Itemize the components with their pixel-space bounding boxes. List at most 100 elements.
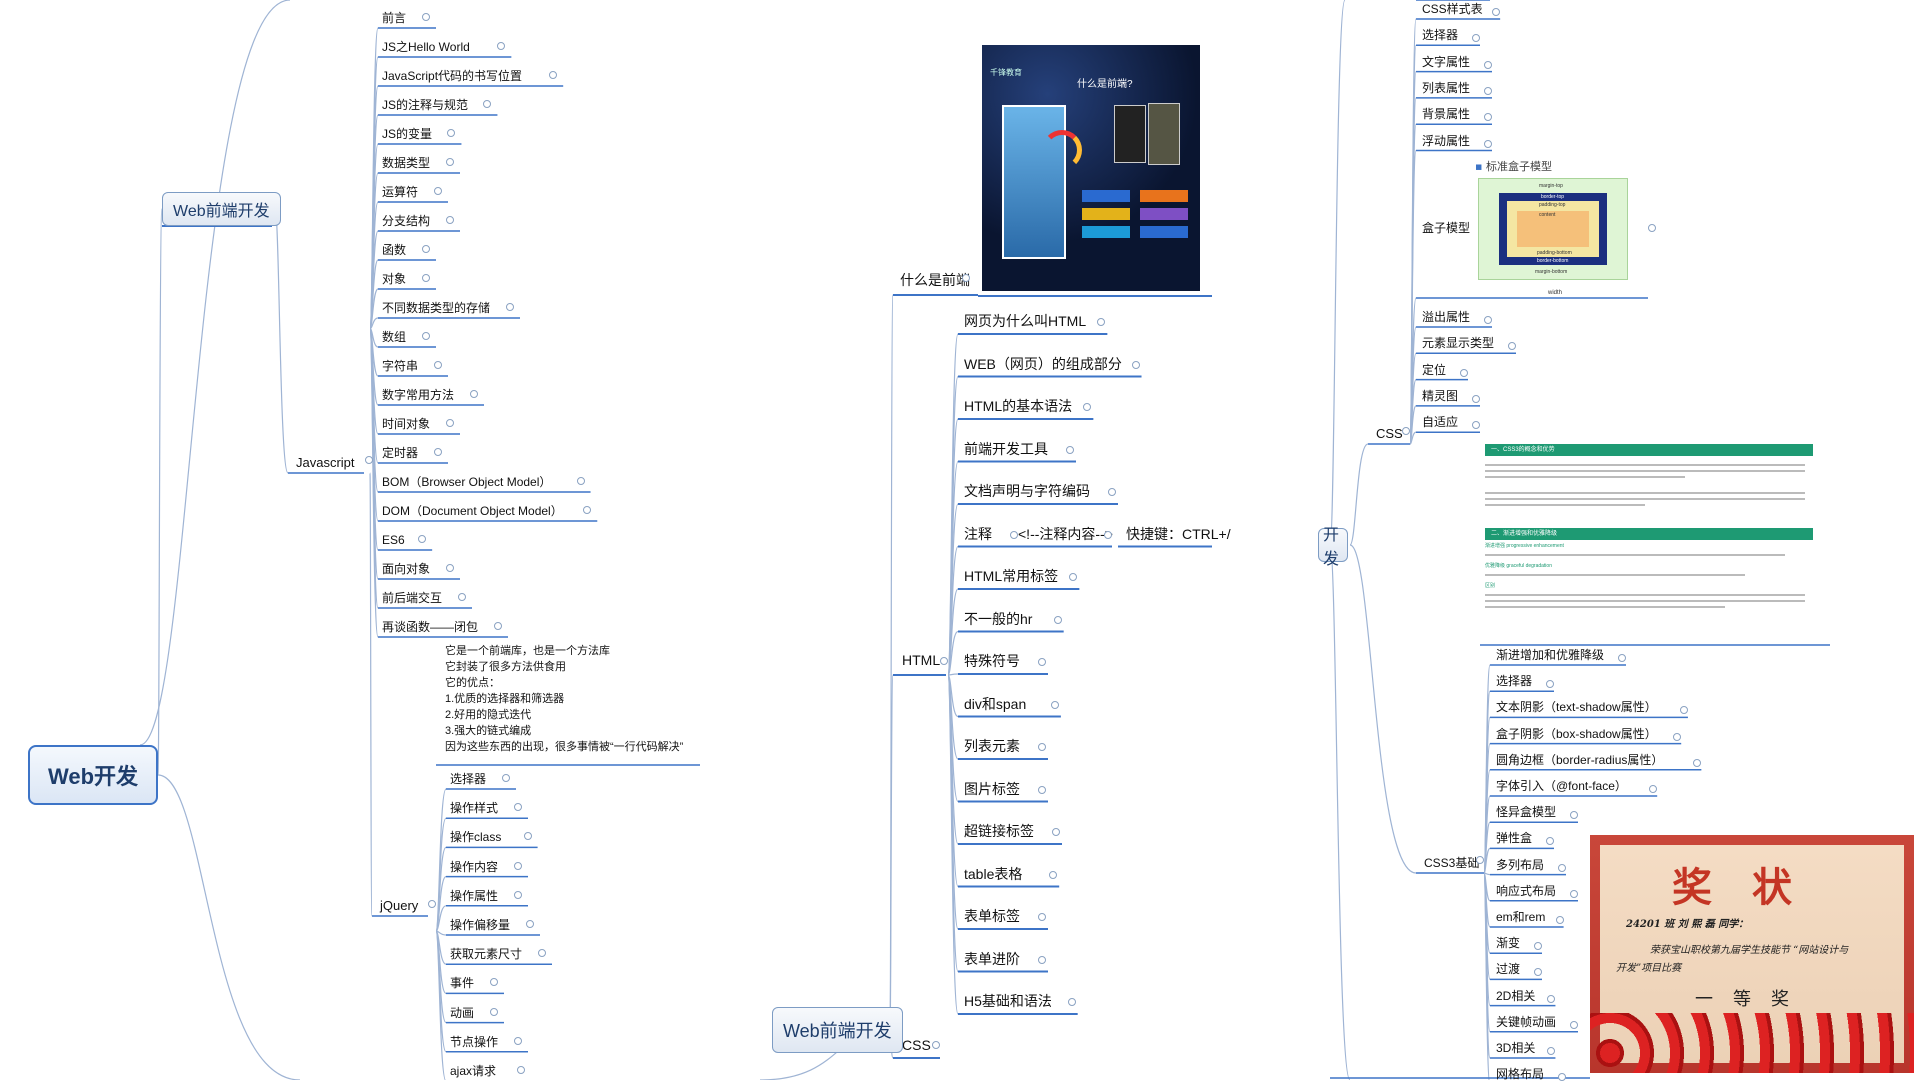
- topic-node[interactable]: JS的变量: [382, 127, 433, 141]
- topic-node[interactable]: 注释: [964, 525, 992, 542]
- expand-icon[interactable]: [1492, 8, 1501, 16]
- topic-node[interactable]: 圆角边框（border-radius属性）: [1496, 752, 1664, 767]
- topic-node[interactable]: 文档声明与字符编码: [964, 483, 1090, 499]
- expand-icon[interactable]: [1648, 224, 1656, 232]
- topic-node[interactable]: 列表属性: [1422, 80, 1471, 95]
- topic-node[interactable]: WEB（网页）的组成部分: [964, 355, 1122, 372]
- topic-node[interactable]: 不一般的hr: [964, 610, 1033, 627]
- topic-node[interactable]: 3D相关: [1496, 1041, 1536, 1055]
- topic-node[interactable]: HTML常用标签: [964, 568, 1059, 584]
- topic-node[interactable]: 对象: [382, 272, 407, 286]
- topic-node[interactable]: 数组: [382, 330, 407, 344]
- topic-node[interactable]: 前端开发工具: [964, 440, 1048, 457]
- topic-node[interactable]: ajax请求: [450, 1064, 497, 1078]
- topic-node[interactable]: 函数: [382, 243, 407, 257]
- expand-icon[interactable]: [490, 978, 498, 987]
- expand-icon[interactable]: [1558, 863, 1566, 872]
- topic-node[interactable]: 渐变: [1496, 936, 1521, 951]
- topic-node[interactable]: HTML的基本语法: [964, 398, 1073, 414]
- topic-node[interactable]: 什么是前端: [900, 272, 970, 288]
- expand-icon[interactable]: [1570, 889, 1578, 898]
- topic-node[interactable]: 操作属性: [450, 888, 499, 903]
- topic-node[interactable]: 再谈函数——闭包: [382, 620, 479, 634]
- topic-node[interactable]: 精灵图: [1422, 388, 1459, 403]
- topic-node[interactable]: 多列布局: [1496, 857, 1545, 872]
- expand-icon[interactable]: [1649, 785, 1658, 793]
- topic-node[interactable]: 快捷键：CTRL+/: [1126, 525, 1231, 542]
- expand-icon[interactable]: [497, 42, 506, 50]
- expand-icon[interactable]: [434, 187, 442, 195]
- topic-node[interactable]: 获取元素尺寸: [450, 947, 523, 962]
- topic-node[interactable]: 超链接标签: [964, 823, 1034, 839]
- expand-icon[interactable]: [1472, 394, 1480, 403]
- expand-icon[interactable]: [1083, 403, 1092, 411]
- expand-icon[interactable]: [1570, 1020, 1578, 1029]
- expand-icon[interactable]: [490, 1007, 498, 1016]
- topic-node[interactable]: div和span: [964, 695, 1027, 712]
- expand-icon[interactable]: [447, 129, 456, 137]
- expand-icon[interactable]: [446, 419, 454, 427]
- topic-node[interactable]: Javascript: [296, 455, 355, 470]
- expand-icon[interactable]: [1570, 811, 1578, 820]
- topic-node[interactable]: 操作样式: [450, 801, 499, 816]
- topic-node[interactable]: CSS样式表: [1422, 2, 1483, 16]
- expand-icon[interactable]: [470, 390, 478, 398]
- expand-icon[interactable]: [1484, 316, 1492, 324]
- expand-icon[interactable]: [1402, 427, 1410, 435]
- branch-web-frontend-left[interactable]: Web前端开发: [162, 192, 281, 226]
- expand-icon[interactable]: [1038, 743, 1046, 751]
- expand-icon[interactable]: [583, 506, 592, 514]
- topic-node[interactable]: <!--注释内容-->: [1018, 525, 1113, 542]
- topic-node[interactable]: JS之Hello World: [382, 40, 470, 54]
- topic-node[interactable]: 操作class: [450, 830, 502, 845]
- expand-icon[interactable]: [576, 477, 585, 485]
- topic-node[interactable]: 列表元素: [964, 738, 1020, 754]
- topic-node[interactable]: 前后端交互: [382, 591, 443, 605]
- topic-node[interactable]: H5基础和语法: [964, 993, 1052, 1009]
- topic-node[interactable]: DOM（Document Object Model）: [382, 504, 563, 518]
- expand-icon[interactable]: [1673, 732, 1682, 741]
- expand-icon[interactable]: [428, 900, 436, 908]
- expand-icon[interactable]: [446, 158, 454, 166]
- topic-node[interactable]: HTML: [902, 652, 941, 668]
- expand-icon[interactable]: [1097, 318, 1106, 326]
- expand-icon[interactable]: [1693, 758, 1702, 767]
- expand-icon[interactable]: [1484, 139, 1492, 148]
- expand-icon[interactable]: [1484, 113, 1492, 122]
- expand-icon[interactable]: [1546, 837, 1554, 846]
- topic-node[interactable]: 选择器: [1496, 674, 1533, 689]
- expand-icon[interactable]: [1472, 34, 1480, 43]
- topic-node[interactable]: 选择器: [450, 772, 487, 786]
- topic-node[interactable]: 前言: [382, 11, 407, 25]
- root-node[interactable]: Web开发: [28, 745, 158, 805]
- expand-icon[interactable]: [1108, 488, 1116, 496]
- topic-node[interactable]: 面向对象: [382, 562, 431, 576]
- expand-icon[interactable]: [458, 593, 466, 601]
- topic-node[interactable]: CSS3基础: [1424, 856, 1480, 870]
- expand-icon[interactable]: [1546, 680, 1554, 689]
- topic-node[interactable]: 特殊符号: [964, 653, 1020, 669]
- expand-icon[interactable]: [1038, 913, 1046, 921]
- expand-icon[interactable]: [932, 1041, 940, 1049]
- expand-icon[interactable]: [1038, 785, 1046, 794]
- expand-icon[interactable]: [549, 71, 558, 79]
- expand-icon[interactable]: [514, 803, 522, 812]
- expand-icon[interactable]: [422, 245, 430, 253]
- expand-icon[interactable]: [422, 13, 430, 21]
- topic-node[interactable]: 数据类型: [382, 156, 431, 170]
- expand-icon[interactable]: [418, 535, 427, 543]
- expand-icon[interactable]: [1555, 916, 1564, 924]
- expand-icon[interactable]: [1679, 706, 1688, 715]
- topic-node[interactable]: 表单标签: [964, 908, 1020, 924]
- topic-node[interactable]: 动画: [450, 1005, 475, 1020]
- topic-node[interactable]: JavaScript代码的书写位置: [382, 69, 523, 83]
- expand-icon[interactable]: [514, 890, 522, 899]
- topic-node[interactable]: 浮动属性: [1422, 133, 1471, 148]
- expand-icon[interactable]: [483, 100, 492, 108]
- topic-node[interactable]: CSS: [902, 1037, 931, 1053]
- expand-icon[interactable]: [1484, 86, 1492, 95]
- expand-icon[interactable]: [422, 274, 430, 282]
- expand-icon[interactable]: [1038, 955, 1046, 964]
- topic-node[interactable]: 弹性盒: [1496, 831, 1533, 846]
- topic-node[interactable]: 分支结构: [382, 214, 431, 228]
